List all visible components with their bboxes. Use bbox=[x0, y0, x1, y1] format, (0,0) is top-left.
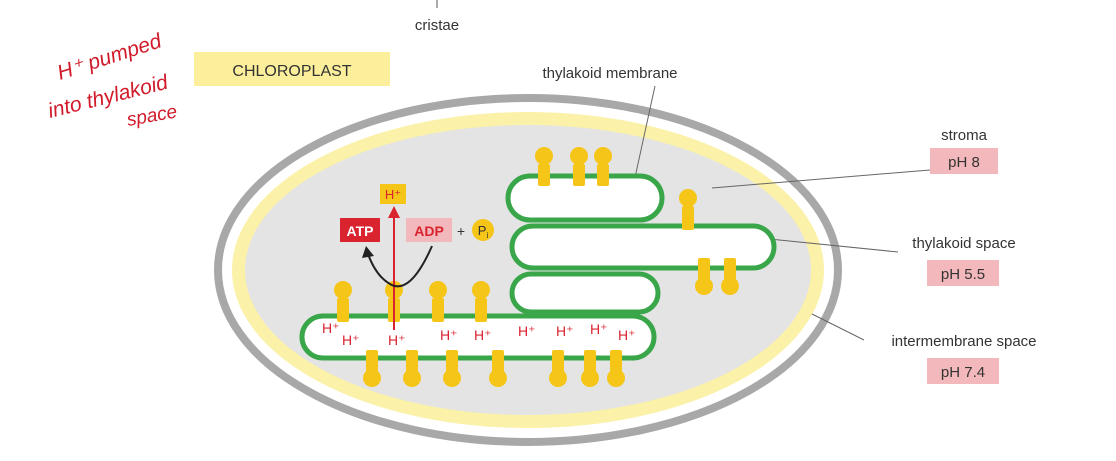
stroma-ph: pH 8 bbox=[948, 154, 980, 171]
proton-1: H⁺ bbox=[322, 320, 340, 336]
thylakoid-space-leader bbox=[759, 237, 899, 253]
chloroplast-label: CHLOROPLAST bbox=[232, 63, 351, 80]
protein-right-3 bbox=[721, 258, 739, 295]
atp-label: ATP bbox=[347, 223, 374, 239]
thylakoid-protons: H⁺ H⁺ H⁺ H⁺ H⁺ H⁺ H⁺ H⁺ H⁺ bbox=[322, 320, 636, 348]
phosphate-label: Pi bbox=[478, 223, 489, 240]
intermembrane-space-label: intermembrane space bbox=[891, 333, 1036, 350]
atp-box bbox=[340, 218, 380, 242]
stroma-label: stroma bbox=[941, 127, 988, 144]
thylakoid-membrane-label: thylakoid membrane bbox=[542, 65, 677, 82]
protein-right-2 bbox=[695, 258, 713, 295]
protein-top-3 bbox=[594, 147, 612, 186]
protein-bottom-down-3 bbox=[443, 350, 461, 387]
proton-5: H⁺ bbox=[474, 327, 492, 343]
protein-bottom-down-1 bbox=[363, 350, 381, 387]
intermembrane-space-leader bbox=[811, 313, 865, 341]
phosphate-circle bbox=[472, 219, 494, 241]
synthesis-arrowhead bbox=[362, 246, 374, 258]
stroma-leader bbox=[711, 169, 931, 189]
released-proton: H⁺ bbox=[385, 187, 401, 202]
protein-bottom-down-4 bbox=[489, 350, 507, 387]
proton-8: H⁺ bbox=[590, 321, 608, 337]
proton-7: H⁺ bbox=[556, 323, 574, 339]
protein-bottom-up-2 bbox=[429, 281, 447, 322]
protein-top-2 bbox=[570, 147, 588, 186]
released-proton-box bbox=[380, 184, 406, 204]
protein-bottom-down-6 bbox=[581, 350, 599, 387]
adp-label: ADP bbox=[414, 223, 444, 239]
proton-flow-arrowhead bbox=[388, 206, 400, 218]
thylakoid-disk-2 bbox=[509, 223, 777, 271]
protein-right-1 bbox=[679, 189, 697, 230]
plus-sign: + bbox=[457, 223, 465, 239]
protein-top-1 bbox=[535, 147, 553, 186]
thylakoid-space-label: thylakoid space bbox=[912, 235, 1015, 252]
thylakoid-space-ph-box bbox=[927, 260, 999, 286]
handwritten-note: H⁺ pumped into thylakoid space bbox=[46, 29, 179, 131]
stroma-ph-box bbox=[930, 148, 998, 174]
chloroplast-label-box bbox=[194, 52, 390, 86]
proton-4: H⁺ bbox=[440, 327, 458, 343]
synthesis-arrow bbox=[367, 245, 433, 288]
handwritten-line-3: space bbox=[125, 101, 179, 130]
protein-bottom-down-5 bbox=[549, 350, 567, 387]
thylakoid-space-ph: pH 5.5 bbox=[941, 266, 985, 283]
phosphate-symbol: P bbox=[478, 223, 487, 238]
cristae-label: cristae bbox=[415, 17, 459, 34]
protein-bottom-up-3 bbox=[472, 281, 490, 322]
proton-3: H⁺ bbox=[388, 332, 406, 348]
proton-2: H⁺ bbox=[342, 332, 360, 348]
proton-9: H⁺ bbox=[618, 327, 636, 343]
thylakoid-membrane-leader bbox=[633, 85, 656, 183]
phosphate-subscript: i bbox=[486, 231, 488, 240]
intermembrane-space-ph: pH 7.4 bbox=[941, 364, 985, 381]
protein-bottom-down-2 bbox=[403, 350, 421, 387]
intermembrane-space-ph-box bbox=[927, 358, 999, 384]
protein-bottom-up-1 bbox=[334, 281, 352, 322]
adp-box bbox=[406, 218, 452, 242]
protein-bottom-down-7 bbox=[607, 350, 625, 387]
proton-6: H⁺ bbox=[518, 323, 536, 339]
membrane-proteins bbox=[334, 147, 739, 387]
thylakoid-disk-3 bbox=[509, 271, 661, 315]
